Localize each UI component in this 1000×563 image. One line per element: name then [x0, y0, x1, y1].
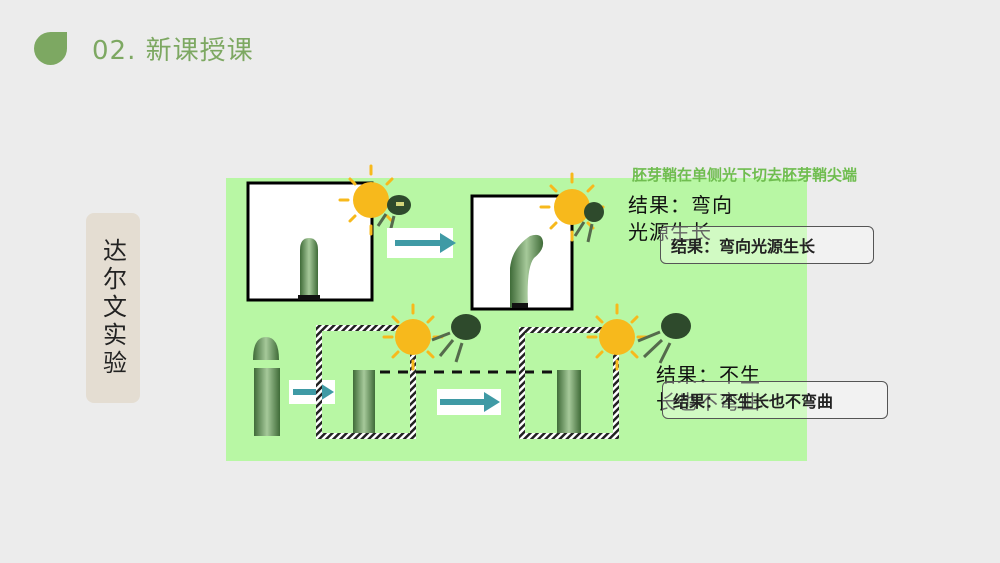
eye-icon-2 [573, 202, 604, 243]
arrow-icon-4 [437, 389, 501, 415]
side-label-text: 达尔文实验 [98, 238, 127, 378]
result-bottom-line1: 结果：不生 [656, 363, 761, 387]
result-bottom-line2: 长也不弯曲 [656, 390, 761, 414]
box-top-right [470, 194, 574, 311]
side-label-card: 达尔文实验 [86, 213, 140, 403]
experiment-caption: 胚芽鞘在单侧光下切去胚芽鞘尖端 [632, 166, 858, 184]
eye-icon-4 [637, 313, 691, 364]
section-title: 02. 新课授课 [92, 36, 254, 66]
box-top-left [246, 181, 374, 302]
cut-tip [253, 337, 279, 360]
leaf-icon [34, 32, 67, 65]
seedling-decapitated [254, 368, 280, 436]
result-top-box: 结果：弯向光源生长 [660, 226, 874, 264]
eye-icon-3 [431, 314, 481, 363]
result-top-line2: 光源生长 [628, 220, 712, 244]
sun-icon-3 [382, 303, 444, 371]
result-top-text: 结果：弯向 光源生长 [628, 192, 733, 246]
sun-icon-4 [586, 303, 648, 371]
result-top-line1: 结果：弯向 [628, 193, 733, 217]
arrow-icon-3 [289, 380, 335, 404]
result-bottom-text: 结果：不生 长也不弯曲 [656, 362, 761, 416]
result-bottom-box: 结果：不生长也不弯曲 [662, 381, 888, 419]
arrow-icon [387, 228, 456, 258]
